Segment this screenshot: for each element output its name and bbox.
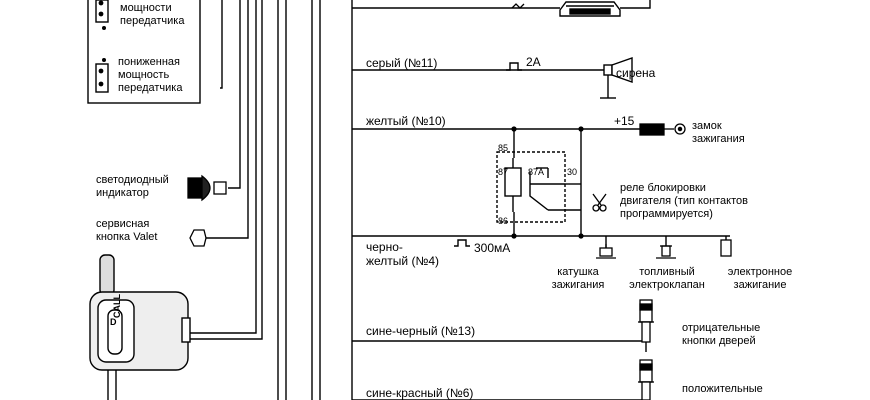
relay-pin-30: 30 [567, 167, 578, 177]
call-label: CALL [112, 294, 122, 318]
blue-red-wire-label: сине-красный (№6) [366, 386, 474, 400]
gray-wire-spec: 2А [526, 55, 541, 69]
relay-pin-86: 86 [498, 216, 509, 226]
door-button-negative-icon [638, 299, 654, 343]
relay-pin-87: 87 [498, 167, 509, 177]
blue-black-wire-label: сине-черный (№13) [366, 324, 476, 338]
fuel-valve-label: топливный электроклапан [629, 266, 705, 291]
call-key-label: D [110, 317, 117, 327]
valet-wire [206, 0, 249, 239]
call-module-icon [89, 254, 191, 400]
coil-label: катушка зажигания [551, 266, 605, 291]
electronic-ignition-label: электронное зажигание [727, 266, 793, 291]
electronic-ignition-icon [720, 239, 732, 257]
black-yellow-wire-label: черно- желтый (№4) [366, 240, 440, 268]
option-top-label: мощности передатчика [120, 2, 185, 27]
black-yellow-wire-spec: 300мА [474, 241, 511, 255]
positive-door-label: положительные [682, 383, 763, 395]
fuel-valve-icon [656, 245, 676, 259]
ignition-key-icon [639, 123, 686, 136]
valet-label: сервисная кнопка Valet [96, 218, 158, 243]
led-wire [228, 0, 241, 189]
siren-label: сирена [616, 66, 656, 80]
plus15-label: +15 [614, 114, 635, 128]
ignition-coil-icon [596, 244, 616, 259]
door-button-positive-icon [638, 359, 654, 400]
gray-wire-label: серый (№11) [366, 56, 438, 70]
relay-pin-85: 85 [498, 143, 509, 153]
relay-label: реле блокировки двигателя (тип контактов… [620, 182, 748, 220]
siren-icon [600, 57, 633, 99]
jumper-connector-lower [95, 63, 109, 93]
relay-box [496, 151, 566, 223]
relay-pin-87a: 87А [528, 167, 545, 177]
led-indicator-icon [187, 174, 227, 202]
call-wire-2 [188, 0, 263, 340]
option-panel-box [87, 0, 201, 104]
scissors-icon [592, 193, 607, 212]
option-lower-label: пониженная мощность передатчика [118, 56, 183, 94]
car-icon [559, 1, 621, 17]
jumper-connector-top [95, 0, 109, 23]
valet-button-icon [189, 229, 207, 247]
ignition-lock-label: замок зажигания [692, 120, 745, 145]
led-label: светодиодный индикатор [96, 174, 169, 199]
negative-door-label: отрицательные кнопки дверей [682, 322, 761, 347]
call-wire-1 [188, 0, 257, 334]
yellow-wire-label: желтый (№10) [366, 114, 446, 128]
